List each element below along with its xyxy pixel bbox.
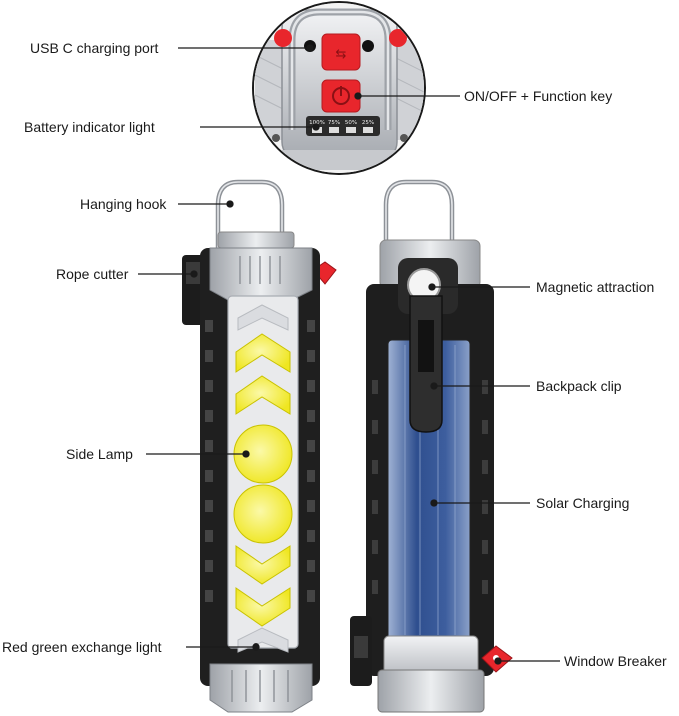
label-magnetic: Magnetic attraction	[536, 279, 655, 295]
battery-mark-75: 75%	[328, 120, 340, 126]
label-on-off-key: ON/OFF + Function key	[464, 88, 613, 104]
svg-text:⇆: ⇆	[336, 47, 347, 62]
flashlight-back	[350, 179, 513, 713]
label-red-green: Red green exchange light	[2, 639, 162, 655]
label-battery-light: Battery indicator light	[24, 119, 155, 135]
closeup-inset: ⇆ 100% 75% 50% 25%	[252, 1, 426, 175]
label-window-breaker: Window Breaker	[564, 653, 667, 669]
label-backpack-clip: Backpack clip	[536, 378, 622, 394]
battery-mark-50: 50%	[345, 120, 357, 126]
label-rope-cutter: Rope cutter	[56, 266, 129, 282]
label-side-lamp: Side Lamp	[66, 446, 133, 462]
label-usb-c-port: USB C charging port	[30, 40, 159, 56]
battery-mark-25: 25%	[362, 120, 374, 126]
leader-lines	[138, 44, 560, 665]
label-solar: Solar Charging	[536, 495, 630, 511]
label-hanging-hook: Hanging hook	[80, 196, 167, 212]
battery-mark-100: 100%	[309, 120, 325, 126]
flashlight-front	[182, 179, 337, 713]
